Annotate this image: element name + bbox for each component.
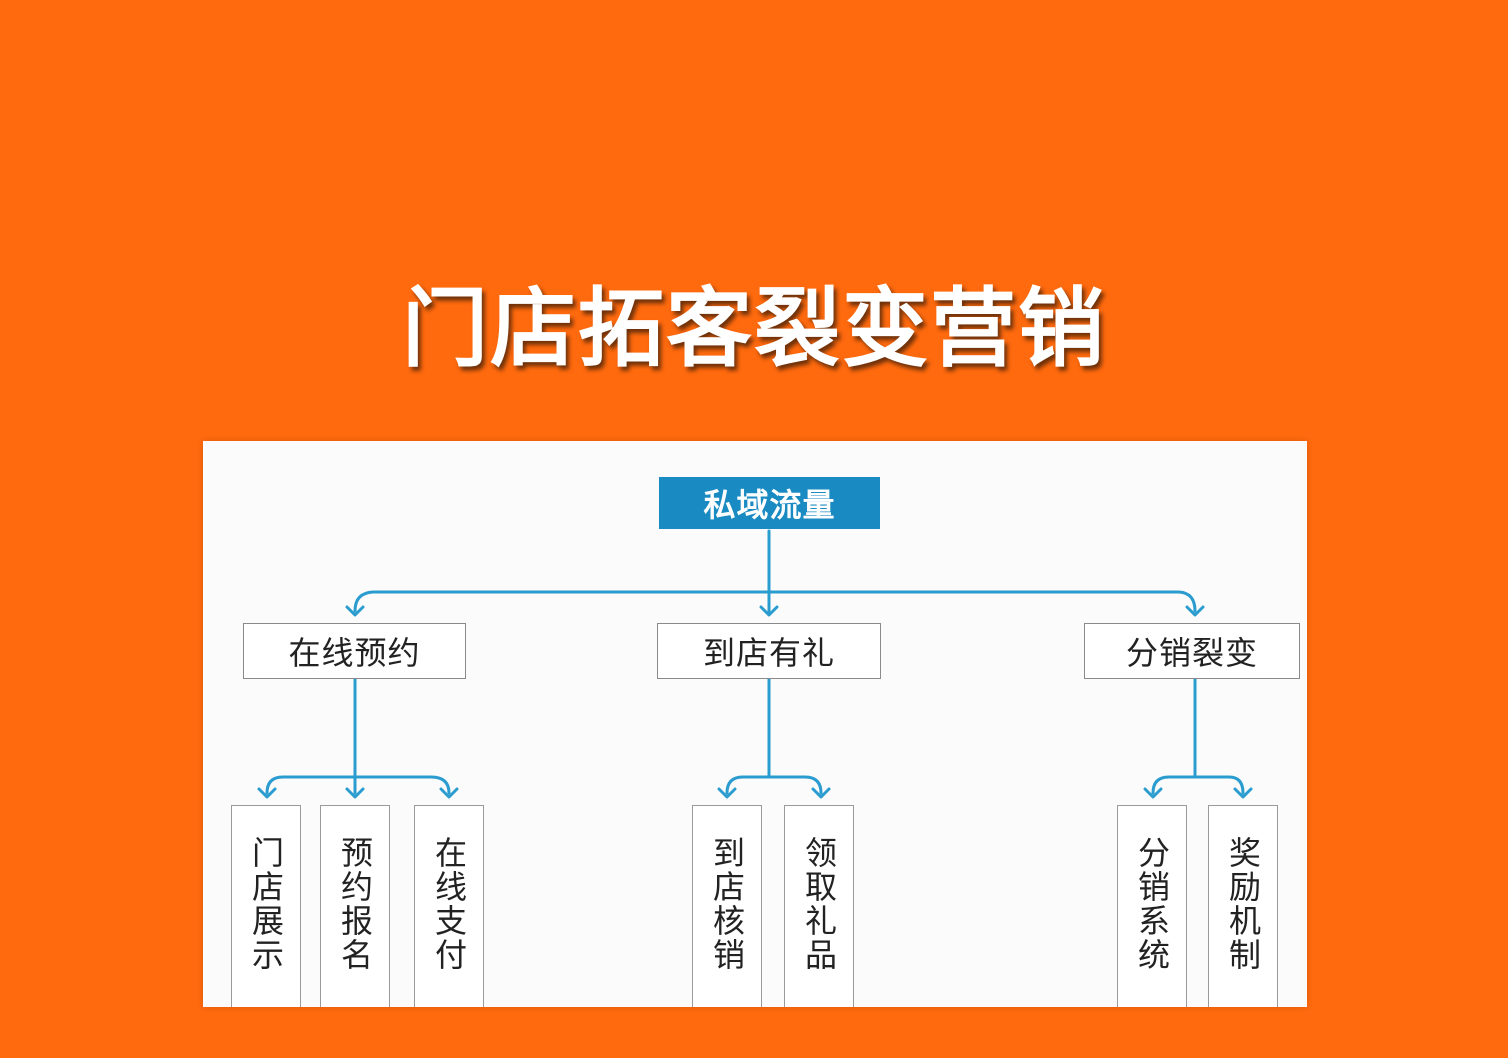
leaf-node-booking-signup: 预约报名 bbox=[320, 805, 390, 1007]
connector-lines bbox=[257, 529, 1253, 799]
page-title: 门店拓客裂变营销 bbox=[402, 278, 1106, 379]
arrow-leaf-2-2 bbox=[811, 787, 831, 799]
leaf-node-online-payment: 在线支付 bbox=[414, 805, 484, 1007]
arrow-branch-3 bbox=[1185, 605, 1205, 617]
connector-branch-2-leaves bbox=[725, 775, 823, 795]
branch-node-distribution-fission: 分销裂变 bbox=[1084, 623, 1300, 679]
arrow-leaf-2-1 bbox=[717, 787, 737, 799]
connector-branch-3-leaves bbox=[1151, 775, 1245, 795]
branch-node-online-booking: 在线预约 bbox=[243, 623, 466, 679]
leaf-node-store-verification: 到店核销 bbox=[692, 805, 762, 1007]
connector-branch-1-leaves bbox=[265, 775, 451, 795]
arrow-leaf-1-3 bbox=[439, 787, 459, 799]
connector-bus bbox=[353, 590, 1197, 613]
arrow-leaf-1-1 bbox=[257, 787, 277, 799]
leaf-node-distribution-system: 分销系统 bbox=[1117, 805, 1187, 1007]
leaf-node-store-display: 门店展示 bbox=[231, 805, 301, 1007]
arrow-branch-2 bbox=[759, 605, 779, 617]
branch-node-in-store-gift: 到店有礼 bbox=[657, 623, 881, 679]
arrow-leaf-1-2 bbox=[345, 787, 365, 799]
root-node: 私域流量 bbox=[659, 477, 880, 529]
arrow-leaf-3-2 bbox=[1233, 787, 1253, 799]
diagram-panel: 私域流量 在线预约 到店有礼 分销裂变 门店展示 预约报名 在线支付 到店核销 … bbox=[203, 441, 1307, 1007]
arrow-leaf-3-1 bbox=[1143, 787, 1163, 799]
leaf-node-claim-gift: 领取礼品 bbox=[784, 805, 854, 1007]
leaf-node-reward-mechanism: 奖励机制 bbox=[1208, 805, 1278, 1007]
arrow-branch-1 bbox=[345, 605, 365, 617]
